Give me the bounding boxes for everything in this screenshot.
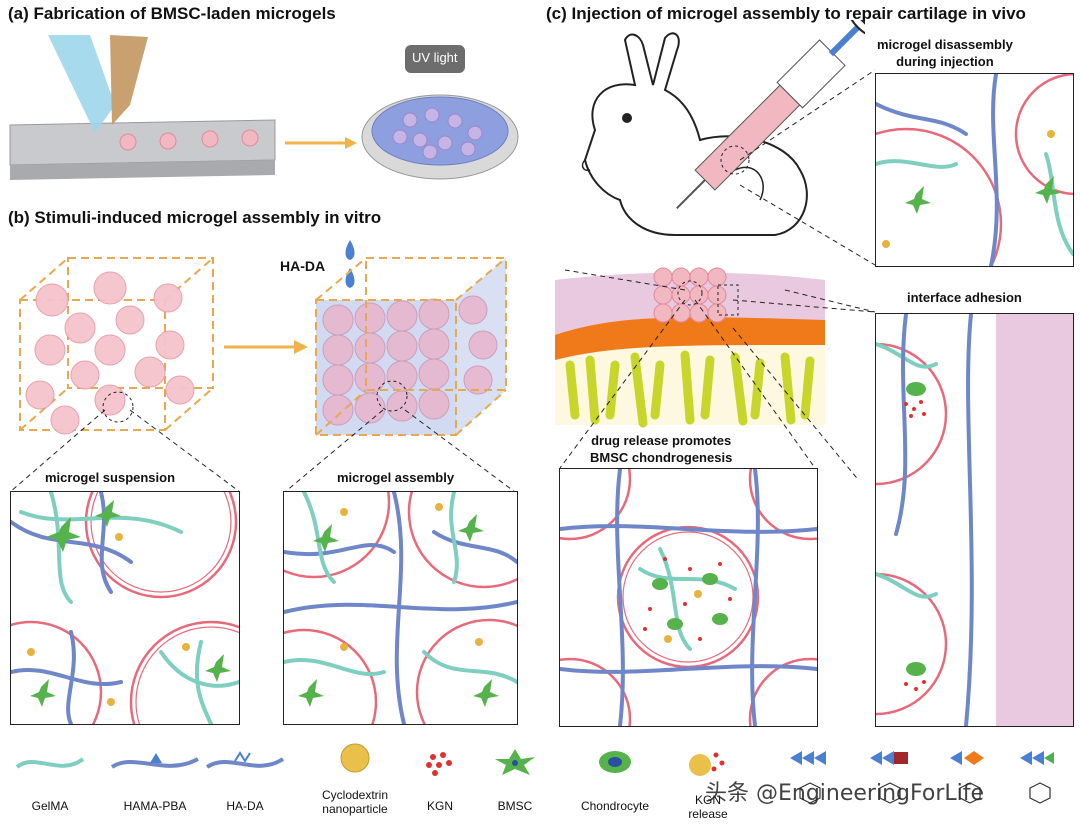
microfluidic-chip-diagram (9, 35, 519, 180)
legend-label-nanoparticle: Cyclodextrin nanoparticle (321, 788, 389, 816)
ha-da-label: HA-DA (280, 258, 326, 274)
uv-light-label: UV light (412, 50, 458, 65)
kgn-release-icon (689, 752, 725, 776)
zoom-assembly-label: microgel assembly (337, 470, 455, 485)
legend-item-gelma: GelMA (15, 747, 85, 813)
legend-label-bmsc: BMSC (497, 799, 533, 813)
panel-c-title: (c) Injection of microgel assembly to re… (546, 4, 1026, 23)
panel-a-title: (a) Fabrication of BMSC-laden microgels (8, 4, 336, 23)
legend-item-bmsc: BMSC (490, 747, 540, 813)
zoom-box-adhesion (875, 313, 1074, 727)
bmsc-cell-icon (495, 749, 535, 775)
zoom-adhesion-label: interface adhesion (907, 290, 1022, 305)
legend-label-hada: HA-DA (226, 799, 264, 813)
nanoparticle-icon (340, 743, 370, 773)
chondrocyte-icon (599, 751, 631, 773)
legend-item-hada: HA-DA (205, 747, 285, 813)
zoom-box-assembly (283, 491, 518, 725)
legend-item-hama: HAMA-PBA (110, 747, 200, 813)
panel-b-title: (b) Stimuli-induced microgel assembly in… (8, 208, 382, 227)
microgel-suspension-cube (19, 257, 214, 435)
zoom-box-suspension (10, 491, 240, 725)
zoom-disassembly-label: microgel disassembly during injection (877, 36, 1013, 70)
cartilage-defect-illustration (555, 267, 825, 428)
adhesion-chemistry-icons (790, 751, 1054, 804)
legend-label-kgn: KGN (426, 799, 453, 813)
zoom-disassembly-text: microgel disassembly during injection (877, 37, 1013, 69)
zoom-lines-b (9, 409, 516, 493)
microgel-assembly-cube (315, 257, 507, 436)
ha-da-strand-icon (205, 751, 285, 769)
legend-item-kgn-release: KGN release (678, 747, 738, 821)
legend-item-nanoparticle: Cyclodextrin nanoparticle (305, 740, 405, 816)
hama-pba-strand-icon (110, 753, 199, 769)
legend-label-hama: HAMA-PBA (123, 799, 187, 813)
zoom-release-text: drug release promotes BMSC chondrogenesi… (590, 433, 733, 465)
gelma-strand-icon (15, 757, 85, 769)
transition-arrow-b (224, 340, 308, 354)
zoom-release-label: drug release promotes BMSC chondrogenesi… (590, 432, 732, 466)
kgn-dots-icon (426, 752, 452, 776)
zoom-box-release (559, 468, 818, 727)
legend-label-chondrocyte: Chondrocyte (580, 799, 650, 813)
legend-item-kgn: KGN (415, 747, 465, 813)
zoom-box-disassembly (875, 73, 1074, 267)
legend-item-chondrocyte: Chondrocyte (570, 747, 660, 813)
legend: GelMA HAMA-PBA HA-DA Cyclodextrin nanopa… (0, 735, 1080, 833)
legend-label-gelma: GelMA (31, 799, 69, 813)
zoom-lines-c (559, 69, 876, 480)
rabbit-injection-illustration (581, 20, 865, 236)
watermark: 头条 @EngineeringForLife (705, 781, 985, 806)
legend-label-kgn-release: KGN release (688, 793, 728, 821)
zoom-suspension-label: microgel suspension (45, 470, 176, 485)
